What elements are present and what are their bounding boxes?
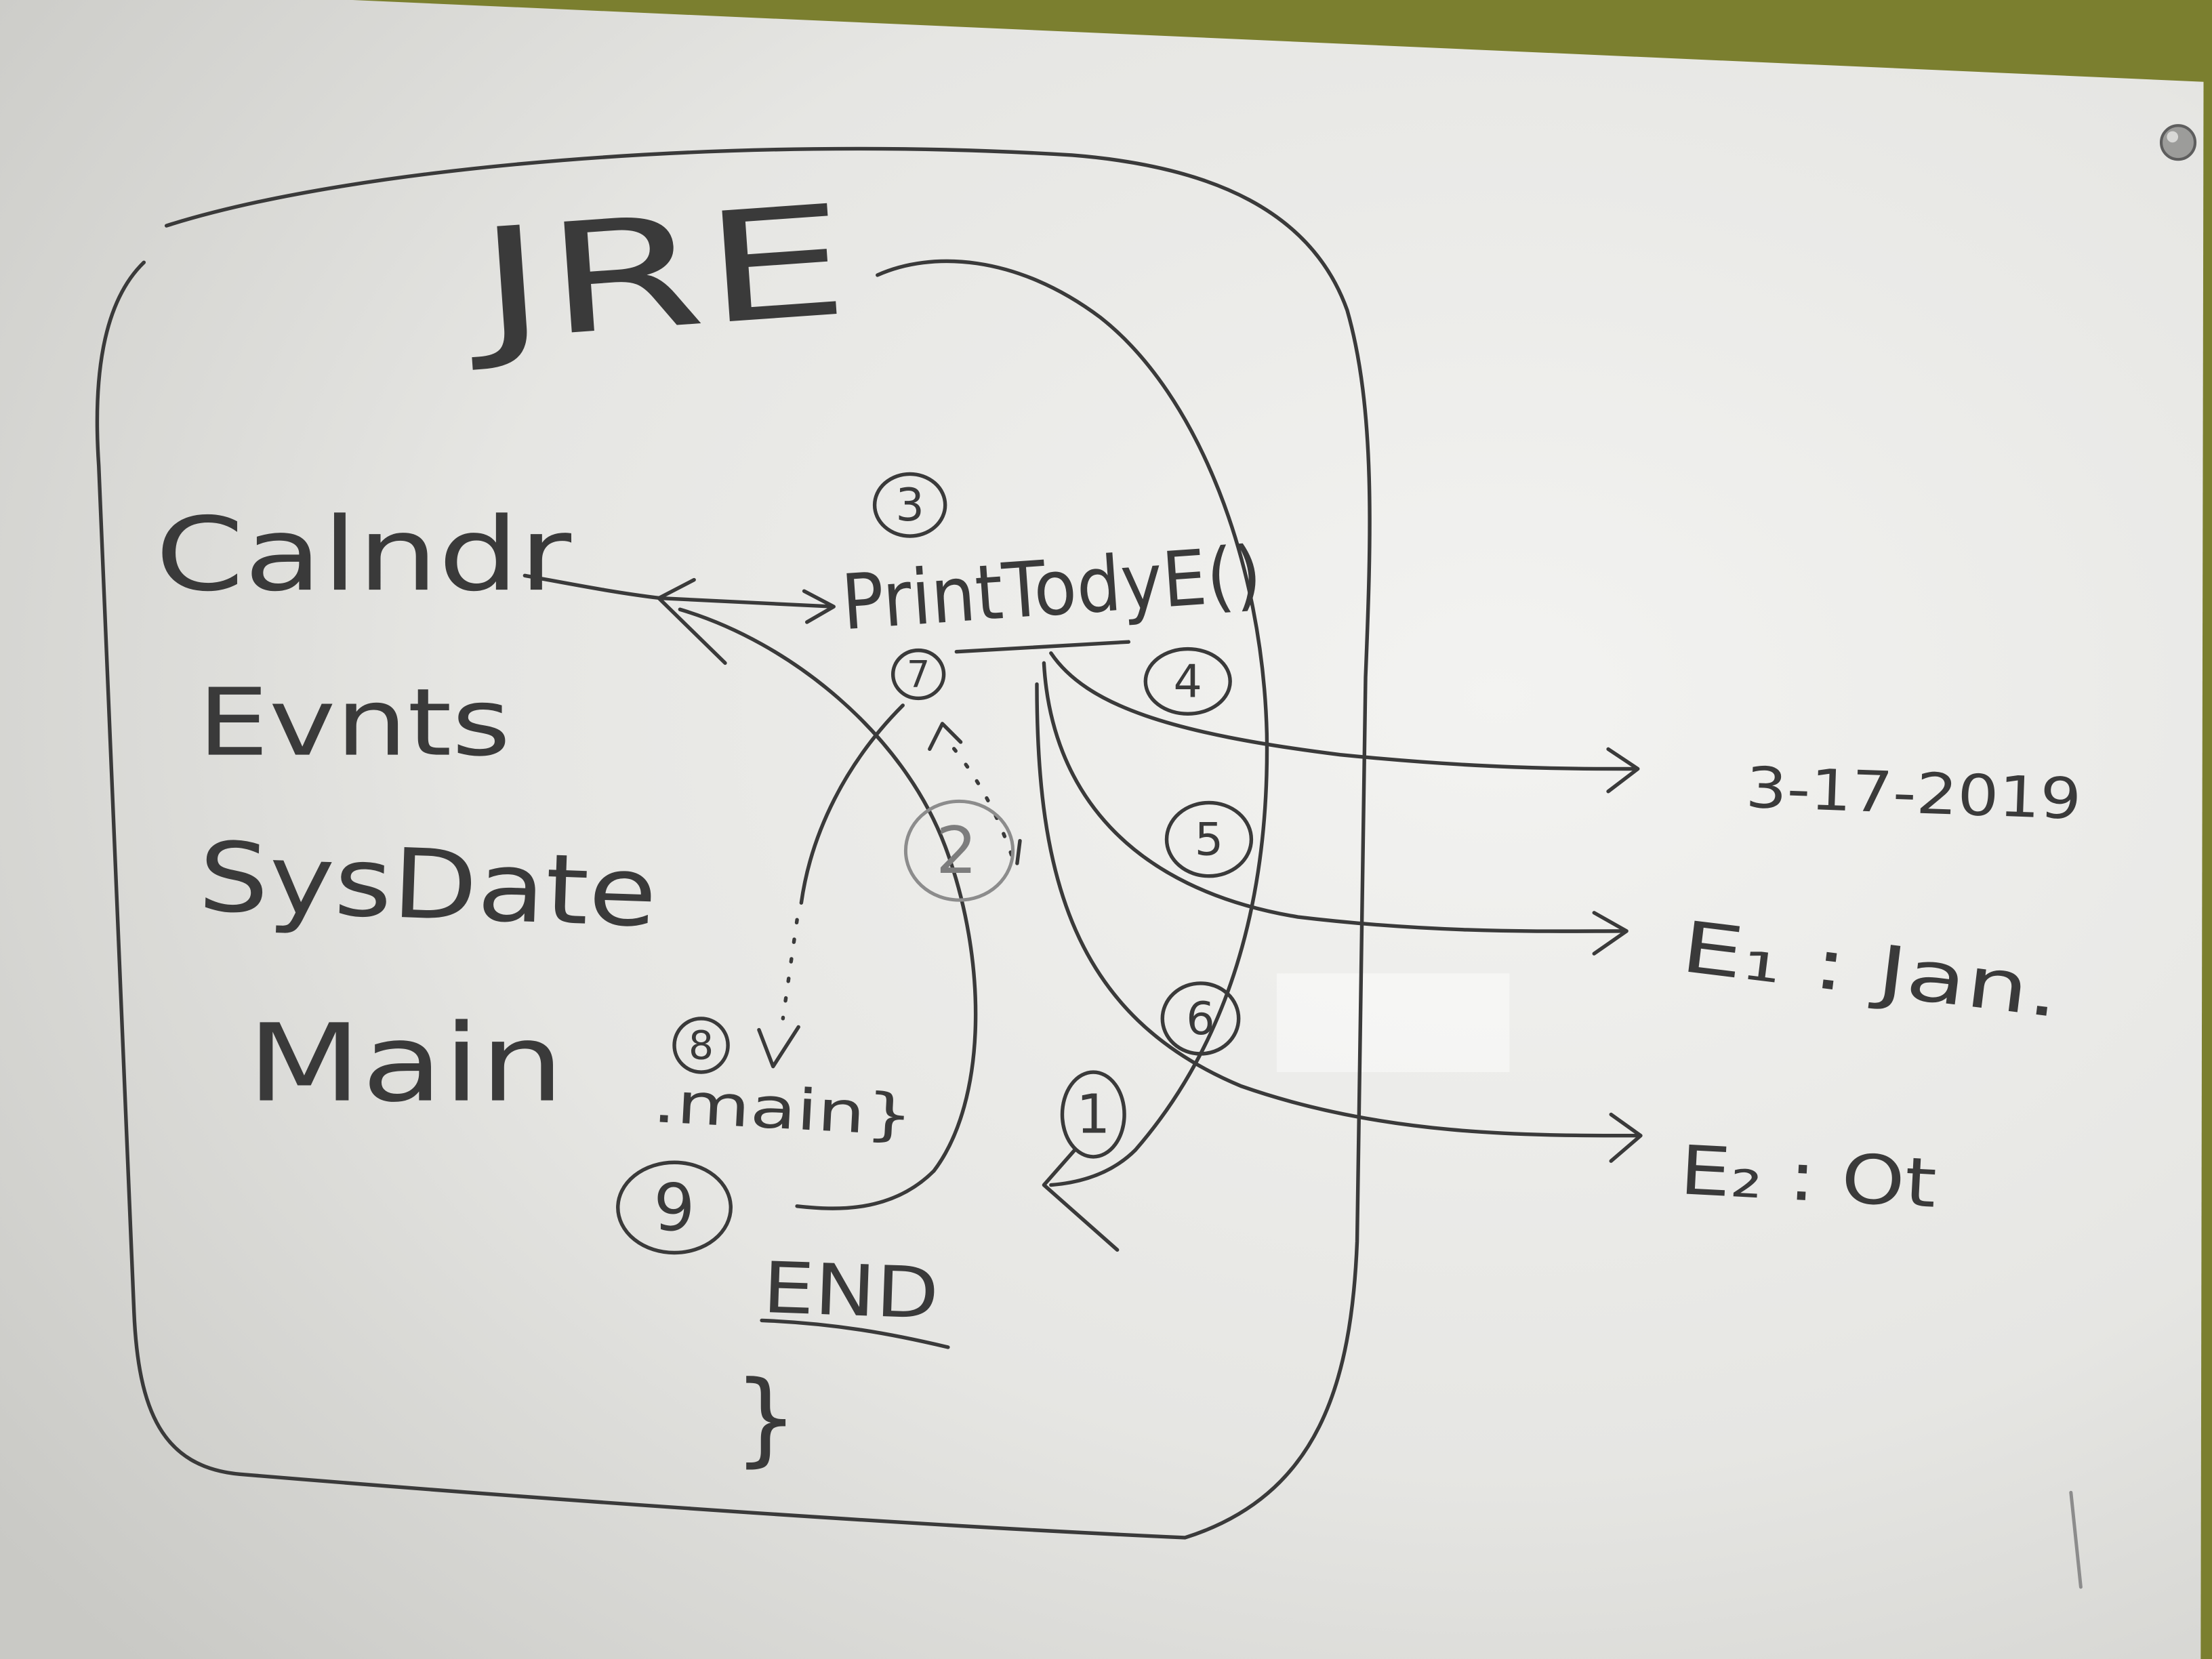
step-6-number: 6 — [1186, 992, 1214, 1045]
step-1: 1 — [1060, 1070, 1126, 1159]
component-events: Evnts — [197, 669, 510, 777]
arrow-step-6-event2 — [1035, 682, 1639, 1138]
step-5-number: 5 — [1195, 813, 1223, 866]
arrowhead-up-to-step-7 — [928, 722, 963, 752]
step-4: 4 — [1143, 647, 1232, 716]
arrowhead-event2 — [1609, 1112, 1643, 1163]
step-4-number: 4 — [1174, 655, 1202, 708]
component-sysdate: SysDate — [197, 822, 659, 949]
step-8-number: 8 — [689, 1022, 714, 1068]
tick-mark-step-2 — [1015, 838, 1022, 865]
arrowhead-right — [802, 589, 836, 624]
step-8: 8 — [672, 1017, 730, 1074]
step-7-number: 7 — [907, 653, 930, 696]
diagram-title: JRE — [460, 172, 853, 376]
arrowhead-down-to-main — [757, 1025, 800, 1069]
flow-curve-step-2 — [678, 607, 978, 1210]
dotted-line-to-main — [781, 918, 799, 1021]
step-2: 2 — [903, 799, 1015, 902]
jre-boundary — [95, 146, 1372, 1540]
component-main: Main — [247, 1002, 564, 1126]
component-calendar: Calndr — [155, 496, 572, 614]
step-9-number: 9 — [654, 1170, 695, 1246]
flow-curve-step-1 — [876, 259, 1269, 1187]
step-3: 3 — [872, 472, 947, 538]
board-edge-mark — [2069, 1490, 2083, 1589]
step-7: 7 — [890, 648, 946, 701]
step-5: 5 — [1164, 800, 1254, 878]
arrowhead-step-1 — [1042, 1147, 1120, 1252]
arrowhead-date — [1606, 747, 1640, 794]
flow-curve-step-7-to-8 — [799, 703, 905, 905]
output-event-2: E₂ : Ot — [1678, 1130, 1938, 1223]
end-brace: } — [733, 1359, 798, 1477]
arrow-step-5-event1 — [1042, 661, 1624, 933]
calendar-underline-flourish — [523, 573, 662, 600]
step-2-number: 2 — [936, 813, 977, 888]
arrowhead-event1 — [1592, 911, 1629, 956]
arrow-step-4-date — [1049, 651, 1636, 771]
glare-reflection — [1276, 973, 1510, 1073]
step-6: 6 — [1160, 981, 1241, 1056]
output-date: 3-17-2019 — [1744, 755, 2083, 832]
arrowhead-left — [657, 577, 727, 665]
end-underline — [760, 1318, 950, 1349]
step-9: 9 — [616, 1160, 733, 1255]
mounting-screw-icon — [2159, 124, 2197, 161]
main-close: .main} — [651, 1069, 916, 1149]
step-1-number: 1 — [1076, 1083, 1110, 1145]
calendar-method-double-arrow — [658, 596, 834, 609]
step-3-number: 3 — [895, 478, 924, 531]
return-line-to-step-7 — [954, 640, 1131, 654]
